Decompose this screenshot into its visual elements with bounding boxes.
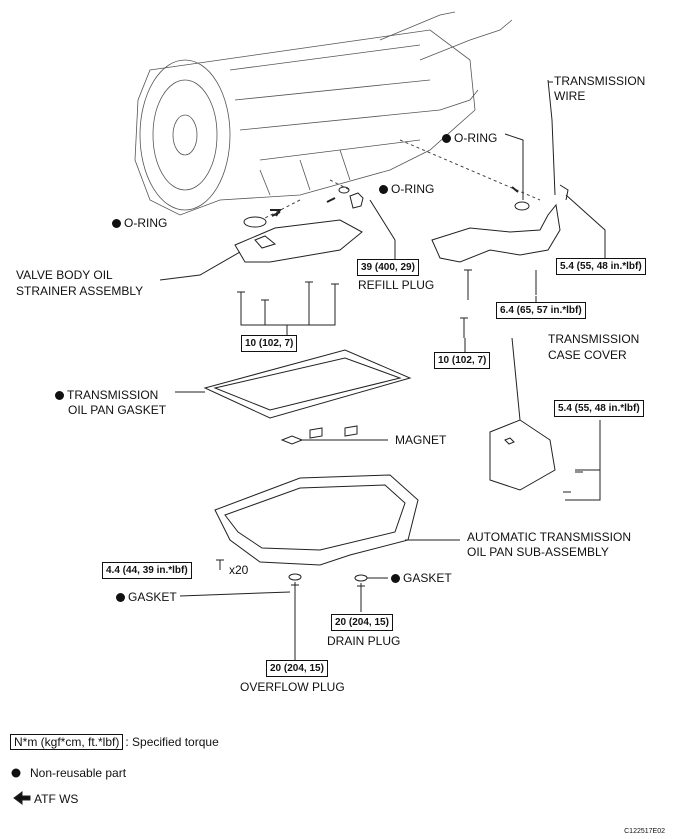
case-cover-label-2: CASE COVER: [548, 348, 627, 362]
pan-gasket-label-2: OIL PAN GASKET: [68, 403, 167, 417]
nonreusable-dot-icon: [11, 768, 21, 778]
o-ring-left: [243, 216, 267, 228]
o-ring-right: [514, 201, 530, 211]
gasket-label-left: GASKET: [116, 590, 177, 604]
legend-nonreusable: Non-reusable part: [30, 766, 127, 780]
legend-torque: N*m (kgf*cm, ft.*lbf): Specified torque: [10, 734, 219, 750]
oil-pan-label-2: OIL PAN SUB-ASSEMBLY: [467, 545, 609, 559]
transmission-housing: [134, 11, 513, 216]
automatic-transmission-oil-pan: [214, 474, 419, 566]
torque-unit-box: N*m (kgf*cm, ft.*lbf): [10, 734, 124, 750]
legend-atf: ATF WS: [34, 792, 79, 806]
nonreusable-dot-icon: [379, 185, 388, 194]
valve-body-label: VALVE BODY OIL: [16, 268, 113, 282]
nonreusable-dot-icon: [112, 219, 121, 228]
nonreusable-dot-icon: [116, 593, 125, 602]
oil-pan-label: AUTOMATIC TRANSMISSION: [467, 530, 632, 544]
o-ring-label-left: O-RING: [112, 216, 167, 230]
refill-torque-box: 39 (400, 29): [357, 259, 419, 276]
right-bolt-torque-box: 10 (102, 7): [434, 352, 491, 369]
o-ring-middle: [338, 186, 350, 194]
transmission-wire-assembly: [431, 79, 569, 338]
transmission-wire-label: TRANSMISSION: [554, 74, 646, 88]
pan-gasket-label: TRANSMISSION: [55, 388, 158, 402]
pan-bolt-count: x20: [229, 563, 249, 577]
refill-plug-label: REFILL PLUG: [358, 278, 435, 292]
overflow-plug-label: OVERFLOW PLUG: [240, 680, 345, 694]
magnets: [280, 425, 358, 445]
valve-body-label-2: STRAINER ASSEMBLY: [16, 284, 144, 298]
nonreusable-dot-icon: [55, 391, 64, 400]
wire-bolt-torque-box: 5.4 (55, 48 in.*lbf): [556, 258, 646, 275]
case-cover-torque-box: 5.4 (55, 48 in.*lbf): [554, 400, 644, 417]
o-ring-label-middle: O-RING: [379, 182, 434, 196]
magnet-label: MAGNET: [395, 433, 447, 447]
pan-bolt-torque-box: 4.4 (44, 39 in.*lbf): [102, 562, 192, 579]
gasket-label-right: GASKET: [391, 571, 452, 585]
oil-pan-gasket: [203, 349, 412, 419]
figure-code: C122517E02: [624, 828, 665, 835]
case-cover-label: TRANSMISSION: [548, 332, 640, 346]
drain-plug-label: DRAIN PLUG: [327, 634, 401, 648]
strainer-bolts: [237, 281, 339, 314]
overflow-torque-box: 20 (204, 15): [266, 660, 328, 677]
bracket-torque-box: 6.4 (65, 57 in.*lbf): [496, 302, 586, 319]
transmission-wire-label-2: WIRE: [554, 89, 586, 103]
refill-plug: [349, 192, 364, 209]
strainer-bolt-torque-box: 10 (102, 7): [241, 335, 298, 352]
valve-body-strainer: [234, 219, 363, 263]
o-ring-label-right: O-RING: [442, 131, 497, 145]
atf-arrow-icon: [13, 791, 31, 805]
nonreusable-dot-icon: [391, 574, 400, 583]
nonreusable-dot-icon: [442, 134, 451, 143]
transmission-case-cover: [489, 419, 556, 491]
drain-torque-box: 20 (204, 15): [331, 614, 393, 631]
